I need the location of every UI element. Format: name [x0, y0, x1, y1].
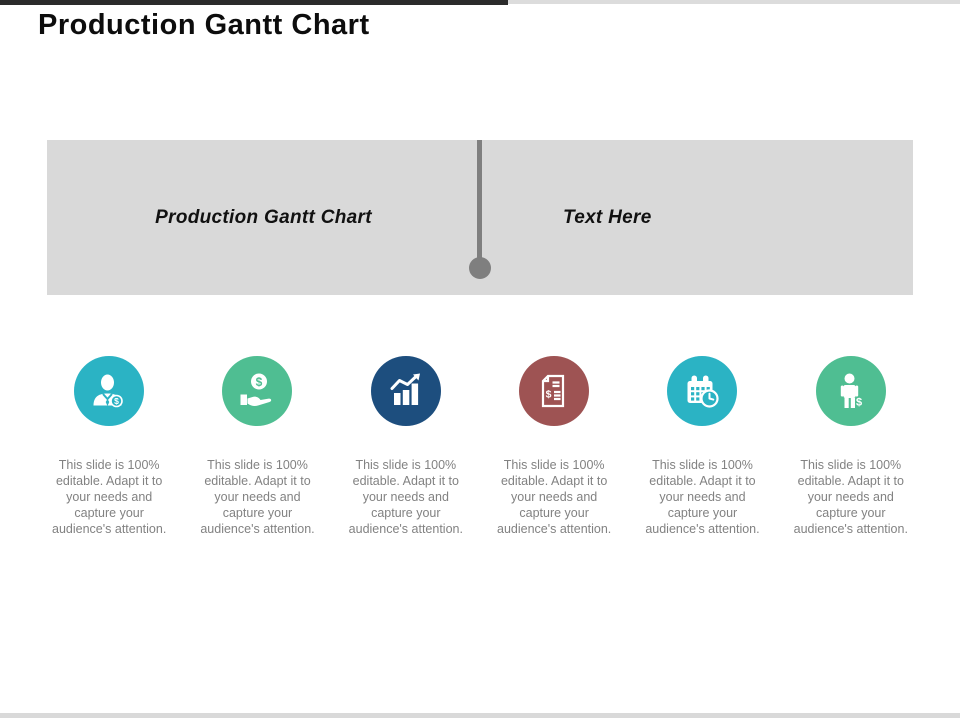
slide-title: Production Gantt Chart: [38, 9, 370, 41]
divider-dot: [469, 257, 491, 279]
top-edge-bar-dark: [0, 0, 508, 5]
banner-left-label: Production Gantt Chart: [155, 206, 372, 228]
growth-chart-icon: [390, 373, 420, 405]
item-5: This slide is 100% editable. Adapt it to…: [628, 356, 776, 537]
item-2-caption: This slide is 100% editable. Adapt it to…: [200, 458, 315, 536]
items-row: $ This slide is 100% editable. Adapt it …: [35, 356, 925, 537]
calendar-clock-icon: [687, 375, 720, 408]
item-6-icon-circle: $: [815, 356, 886, 426]
top-edge-bar-light: [508, 0, 960, 4]
item-5-caption: This slide is 100% editable. Adapt it to…: [645, 458, 760, 536]
item-1: $ This slide is 100% editable. Adapt it …: [35, 356, 183, 537]
banner-right-label: Text Here: [563, 206, 652, 228]
svg-text:$: $: [114, 396, 119, 406]
hand-coin-icon: $: [240, 373, 272, 406]
svg-text:$: $: [546, 389, 552, 401]
item-4-caption: This slide is 100% editable. Adapt it to…: [497, 458, 612, 536]
bottom-edge-bar: [0, 713, 960, 718]
svg-text:$: $: [856, 397, 862, 409]
item-2: $ This slide is 100% editable. Adapt it …: [183, 356, 331, 537]
item-3-icon-circle: [370, 356, 441, 426]
person-dollar-icon: $: [840, 373, 862, 409]
invoice-icon: $: [542, 374, 565, 408]
item-1-caption: This slide is 100% editable. Adapt it to…: [52, 458, 167, 536]
item-3-caption: This slide is 100% editable. Adapt it to…: [348, 458, 463, 536]
item-1-icon-circle: $: [74, 356, 145, 426]
svg-text:$: $: [256, 375, 263, 389]
item-6: $ This slide is 100% editable. Adapt it …: [777, 356, 925, 537]
item-4: $ This slide is 100% editable. Adapt it …: [480, 356, 628, 537]
item-6-caption: This slide is 100% editable. Adapt it to…: [793, 458, 908, 536]
divider-line: [477, 140, 482, 262]
item-2-icon-circle: $: [222, 356, 293, 426]
item-4-icon-circle: $: [519, 356, 590, 426]
item-3: This slide is 100% editable. Adapt it to…: [332, 356, 480, 537]
item-5-icon-circle: [667, 356, 738, 426]
businessman-dollar-icon: $: [93, 374, 123, 408]
